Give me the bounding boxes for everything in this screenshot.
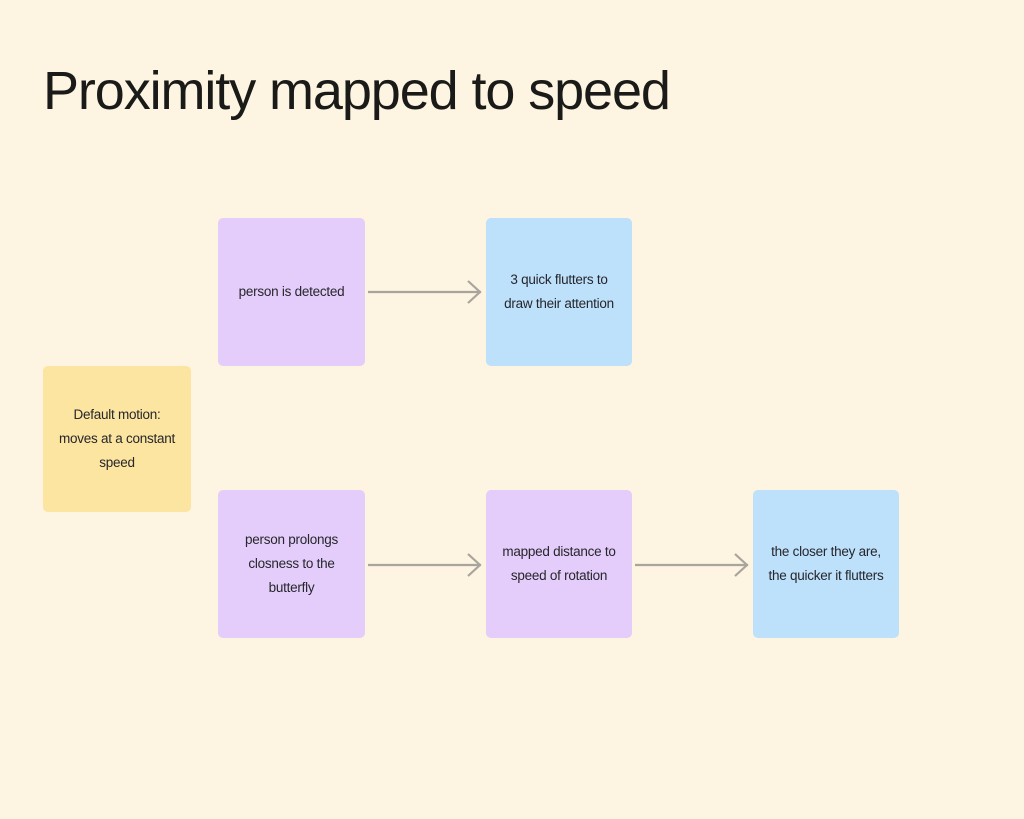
arrow-detected-to-flutters — [368, 280, 482, 304]
node-label: person is detected — [238, 283, 345, 299]
node-label: 3 quick flutters to draw their attention — [504, 271, 614, 311]
node-quick-flutters[interactable]: 3 quick flutters to draw their attention — [486, 218, 632, 366]
page-title: Proximity mapped to speed — [43, 61, 671, 121]
node-person-detected[interactable]: person is detected — [218, 218, 365, 366]
node-default-motion[interactable]: Default motion: moves at a constant spee… — [43, 366, 191, 512]
node-closer-quicker[interactable]: the closer they are, the quicker it flut… — [753, 490, 899, 638]
node-label: person prolongs closness to the butterfl… — [244, 531, 339, 595]
node-label: the closer they are, the quicker it flut… — [768, 543, 884, 583]
node-label: mapped distance to speed of rotation — [502, 543, 616, 583]
node-label: Default motion: moves at a constant spee… — [58, 406, 176, 470]
node-person-prolongs[interactable]: person prolongs closness to the butterfl… — [218, 490, 365, 638]
arrow-mapped-to-closer — [635, 553, 749, 577]
arrow-prolongs-to-mapped — [368, 553, 482, 577]
node-mapped-distance[interactable]: mapped distance to speed of rotation — [486, 490, 632, 638]
